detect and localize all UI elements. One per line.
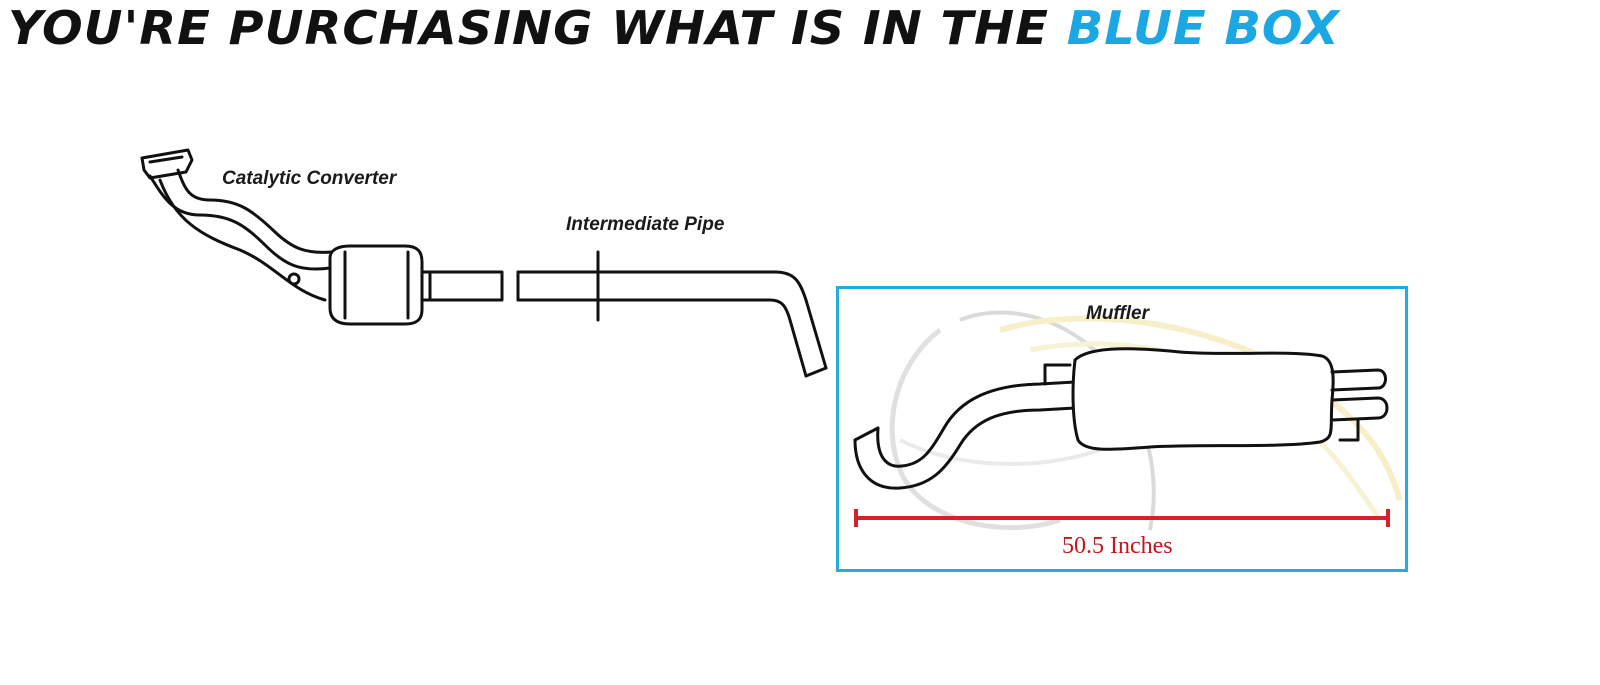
dimension-label: 50.5 Inches: [1062, 533, 1173, 559]
blue-box-highlight: [836, 286, 1408, 572]
intermediate-pipe-label: Intermediate Pipe: [566, 214, 725, 235]
headline-main-text: YOU'RE PURCHASING WHAT IS IN THE: [8, 1, 1067, 55]
headline-accent-text: BLUE BOX: [1066, 1, 1340, 55]
catalytic-converter-label: Catalytic Converter: [222, 168, 397, 189]
dimension-line: [854, 509, 1390, 527]
intermediate-pipe-drawing: [516, 250, 828, 378]
headline: YOU'RE PURCHASING WHAT IS IN THE BLUE BO…: [8, 0, 1600, 56]
muffler-drawing: [853, 347, 1389, 490]
muffler-label: Muffler: [1086, 303, 1149, 324]
catalytic-converter-drawing: [140, 148, 504, 326]
